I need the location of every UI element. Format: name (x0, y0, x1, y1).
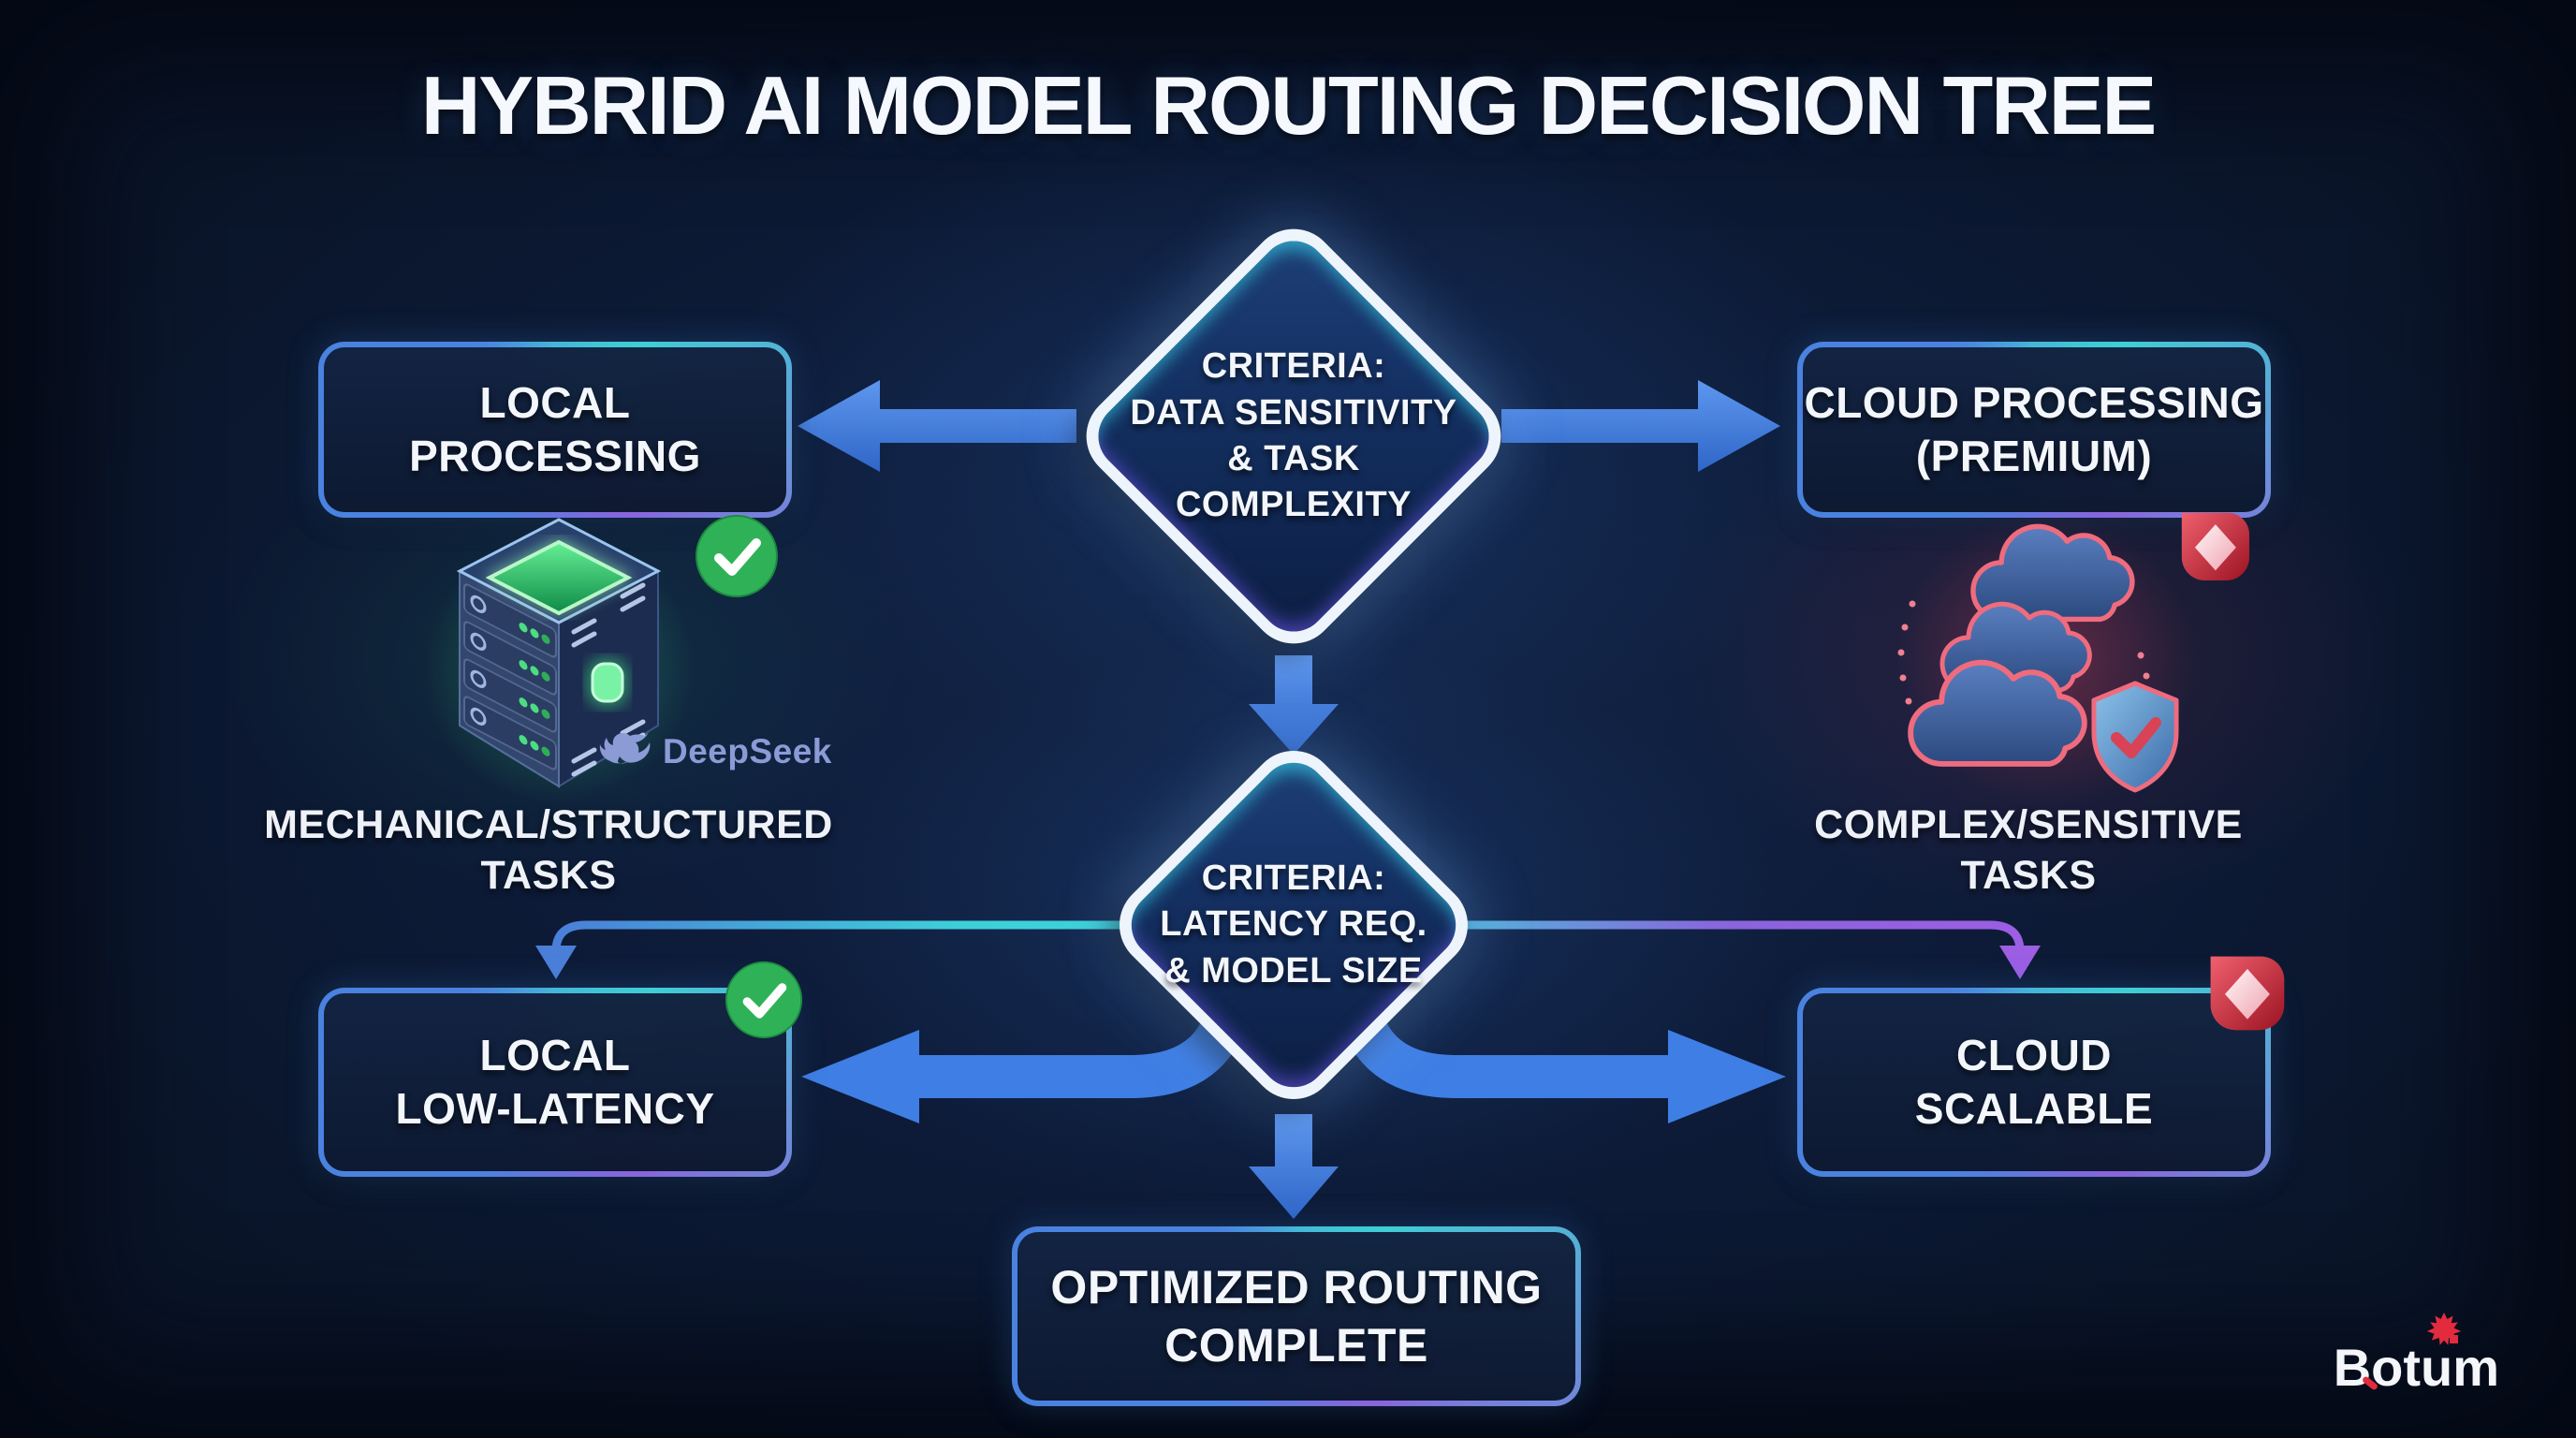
server-slat (463, 658, 557, 733)
node-local-low-latency: LOCAL LOW-LATENCY (318, 988, 792, 1177)
caption-complex-tasks: COMPLEX/SENSITIVE TASKS (1701, 800, 2356, 902)
gem-badge-icon (2210, 956, 2285, 1031)
deepseek-whale-icon (599, 732, 651, 764)
arrowhead-local-low-latency (801, 1030, 919, 1123)
cloud-back (1970, 523, 2135, 623)
drop-arrowhead-right (1999, 946, 2041, 979)
decision1-line1: CRITERIA: (1201, 346, 1386, 387)
node-text-line: CLOUD PROCESSING (1804, 377, 2264, 427)
node-routing-complete-label: OPTIMIZED ROUTING COMPLETE (1017, 1232, 1575, 1401)
decision1-label: CRITERIA: DATA SENSITIVITY & TASK COMPLE… (1060, 202, 1528, 670)
node-text-line: PROCESSING (409, 432, 701, 480)
node-cloud-scalable: CLOUD SCALABLE (1797, 988, 2271, 1177)
node-text-line: SCALABLE (1914, 1084, 2154, 1133)
node-text-line: LOW-LATENCY (395, 1084, 715, 1133)
cloud-front (1908, 659, 2087, 767)
node-routing-complete: OPTIMIZED ROUTING COMPLETE (1012, 1226, 1581, 1406)
deepseek-wordmark: DeepSeek (663, 732, 832, 770)
page-title: HYBRID AI MODEL ROUTING DECISION TREE (420, 59, 2157, 152)
arrow-decision1-to-decision2 (1249, 655, 1339, 755)
decision-diamond-latency: CRITERIA: LATENCY REQ. & MODEL SIZE (1097, 728, 1490, 1122)
checkmark-badge-icon (724, 961, 803, 1039)
node-local-processing-label: LOCAL PROCESSING (324, 347, 786, 512)
node-cloud-processing-label: CLOUD PROCESSING (PREMIUM) (1803, 347, 2265, 512)
decision1-line4: COMPLEXITY (1175, 485, 1412, 525)
server-slat (463, 696, 557, 770)
node-text-line: LOCAL (479, 1030, 631, 1079)
server-slat (463, 583, 557, 658)
node-cloud-scalable-label: CLOUD SCALABLE (1803, 993, 2265, 1171)
caption-mechanical-tasks: MECHANICAL/STRUCTURED TASKS (221, 800, 876, 902)
caption-line: TASKS (1960, 852, 2097, 898)
decision-diamond-data-sensitivity: CRITERIA: DATA SENSITIVITY & TASK COMPLE… (1060, 202, 1528, 670)
checkmark-badge-icon (695, 515, 778, 597)
node-text-line: LOCAL (479, 377, 631, 427)
botum-logo: Botum (2333, 1313, 2499, 1398)
caption-line: MECHANICAL/STRUCTURED (264, 802, 833, 847)
node-text-line: CLOUD (1955, 1030, 2113, 1079)
gem-badge-icon (2181, 512, 2249, 580)
clouds-icon (1897, 512, 2193, 808)
arrow-to-local-processing (798, 380, 1076, 472)
arrowhead-cloud-scalable (1668, 1030, 1786, 1123)
decision2-label: CRITERIA: LATENCY REQ. & MODEL SIZE (1097, 728, 1490, 1122)
arrow-decision2-to-complete (1249, 1114, 1339, 1219)
node-text-line: (PREMIUM) (1915, 432, 2153, 480)
node-local-low-latency-label: LOCAL LOW-LATENCY (324, 993, 786, 1171)
decision2-line3: & MODEL SIZE (1164, 950, 1423, 990)
decision1-line2: DATA SENSITIVITY (1130, 392, 1457, 433)
node-local-processing: LOCAL PROCESSING (318, 342, 792, 518)
botum-wordmark: Botum (2333, 1338, 2499, 1397)
maple-leaf-icon (2426, 1313, 2461, 1345)
deepseek-logo: DeepSeek (595, 730, 832, 773)
arrow-to-cloud-processing (1501, 380, 1780, 472)
decision2-line1: CRITERIA: (1201, 858, 1386, 898)
caption-line: TASKS (480, 852, 617, 898)
decision2-line2: LATENCY REQ. (1160, 904, 1427, 945)
drop-arrowhead-left (535, 946, 577, 979)
node-text-line: OPTIMIZED ROUTING (1050, 1261, 1543, 1313)
node-cloud-processing: CLOUD PROCESSING (PREMIUM) (1797, 342, 2271, 518)
server-power-light (587, 658, 628, 707)
node-text-line: COMPLETE (1164, 1319, 1428, 1372)
shield-check-icon (2091, 681, 2179, 793)
decision1-line3: & TASK (1227, 439, 1360, 478)
logo-dot (2450, 1335, 2458, 1343)
server-slat (463, 621, 557, 696)
caption-line: COMPLEX/SENSITIVE (1814, 802, 2243, 847)
